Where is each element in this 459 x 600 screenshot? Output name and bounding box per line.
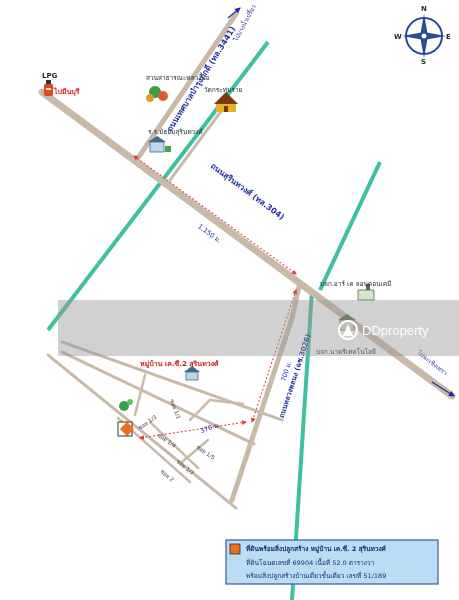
legend-line-3: พร้อมสิ่งปลูกสร้างบ้านเดี่ยวชั้นเดียว เล… <box>246 571 386 580</box>
compass-north: N <box>421 5 427 13</box>
lpg-label: LPG <box>42 72 58 80</box>
north-road <box>135 11 239 161</box>
lpg-direction-label: ไปมีนบุรี <box>53 87 80 96</box>
park-label: สวนสาธารณะหลวงพ่อ <box>146 74 210 82</box>
road-network <box>38 11 456 510</box>
compass-west: W <box>394 33 402 41</box>
route-soi <box>139 420 247 440</box>
lpg-station-icon <box>44 80 53 96</box>
soi-label-4: ซอย 1/5 <box>195 444 217 462</box>
legend: ที่ดินพร้อมสิ่งปลูกสร้าง หมู่บ้าน เค.ซี.… <box>225 539 439 585</box>
village-icon <box>184 366 200 381</box>
school-icon <box>148 136 171 153</box>
park-icon <box>146 86 168 102</box>
route-main <box>133 155 297 275</box>
factory-icon-1 <box>357 284 375 301</box>
canal-east <box>318 161 382 291</box>
main-road-label: ถนนสุรินทวงศ์ (ทล.304) <box>208 161 286 223</box>
compass-south: S <box>421 58 426 66</box>
watermark-logo-icon <box>338 320 358 340</box>
watermark-text: DDproperty <box>362 323 429 338</box>
direction-arrows <box>227 7 455 397</box>
property-marker <box>117 421 135 437</box>
legend-line-2: ที่ดินโฉนดเลขที่ 69904 เนื้อที่ 52.0 ตาร… <box>246 558 375 567</box>
soi-e <box>208 398 245 406</box>
distance-soi: 370 ม. <box>199 421 221 436</box>
temple-label: วัดกระทุ่มราย <box>204 86 242 94</box>
soi-label-6: ซอย 2 <box>159 468 175 483</box>
factory-label-1: บจก.อาร์ เค ลอนดอนเคมี <box>320 280 391 288</box>
soi-f <box>180 438 210 464</box>
legend-marker-swatch <box>229 543 241 555</box>
north-direction-label: ไปบางน้ำเปรี้ยว <box>230 2 258 43</box>
temple-icon <box>214 92 238 112</box>
school-label: ร.ร.มัธยมสุรินทวงศ์ <box>148 128 203 136</box>
route-side <box>250 289 298 423</box>
soi-label-2: ซอย 1/3 <box>137 414 159 432</box>
compass-icon: N E S W <box>394 5 451 66</box>
legend-line-1: ที่ดินพร้อมสิ่งปลูกสร้าง หมู่บ้าน เค.ซี.… <box>246 543 387 554</box>
soi-d <box>188 398 212 422</box>
factory-label-2: บจก.นาตรีเทคโนโลยี <box>316 348 376 356</box>
soi-lane-1 <box>60 340 284 422</box>
compass-east: E <box>446 33 451 41</box>
soi-a <box>133 373 147 417</box>
watermark: DDproperty <box>58 300 459 356</box>
route-measurements <box>133 155 298 440</box>
village-label: หมู่บ้าน เค.ซี.2 สุรินทวงศ์ <box>140 359 219 369</box>
tree-icon <box>119 399 133 411</box>
